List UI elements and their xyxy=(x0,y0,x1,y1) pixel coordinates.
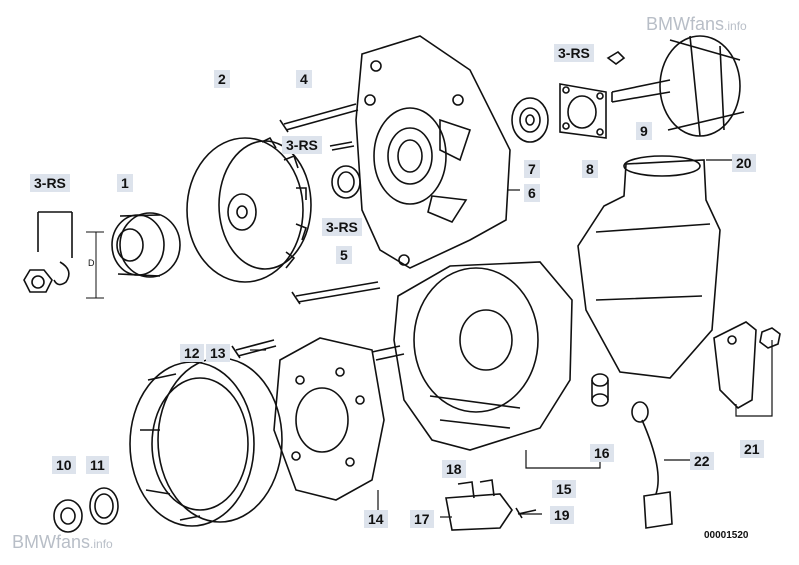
watermark-bottom: BMWfans.info xyxy=(12,532,113,553)
dimension-label: D xyxy=(88,258,95,268)
part-label-3rs-ring[interactable]: 3-RS xyxy=(322,218,362,236)
pulley-part xyxy=(111,212,181,278)
part-label-18[interactable]: 18 xyxy=(442,460,466,478)
nut-washer-part xyxy=(23,211,73,293)
part-label-3rs-screw[interactable]: 3-RS xyxy=(282,136,322,154)
part-label-19[interactable]: 19 xyxy=(550,506,574,524)
bearing-part xyxy=(511,97,549,143)
part-label-5[interactable]: 5 xyxy=(336,246,352,264)
part-label-20[interactable]: 20 xyxy=(732,154,756,172)
screw-part-19 xyxy=(515,507,537,519)
watermark-bottom-suffix: .info xyxy=(90,537,113,551)
bearing-part-10 xyxy=(53,499,83,533)
watermark-top-suffix: .info xyxy=(724,19,747,33)
part-label-11[interactable]: 11 xyxy=(86,456,109,474)
part-label-9[interactable]: 9 xyxy=(636,122,652,140)
part-label-4[interactable]: 4 xyxy=(296,70,312,88)
part-label-22[interactable]: 22 xyxy=(690,452,714,470)
part-label-15[interactable]: 15 xyxy=(552,480,576,498)
fan-part xyxy=(186,136,312,283)
stator-part xyxy=(129,357,283,527)
part-label-13[interactable]: 13 xyxy=(206,344,230,362)
part-label-12[interactable]: 12 xyxy=(180,344,204,362)
part-label-6[interactable]: 6 xyxy=(524,184,540,202)
part-label-16[interactable]: 16 xyxy=(590,444,614,462)
bracket-part xyxy=(713,321,781,409)
cable-part xyxy=(631,401,673,529)
screw-3rs xyxy=(329,141,355,151)
regulator-part xyxy=(445,479,513,531)
part-label-2[interactable]: 2 xyxy=(214,70,230,88)
sleeve-part xyxy=(591,373,609,407)
part-label-3rs-rotor[interactable]: 3-RS xyxy=(554,44,594,62)
rotor-part xyxy=(606,35,745,137)
bolt-part-4 xyxy=(279,103,359,133)
watermark-top: BMWfans.info xyxy=(646,14,747,35)
dimension-line xyxy=(86,231,104,299)
part-label-8[interactable]: 8 xyxy=(582,160,598,178)
seal-part-11 xyxy=(89,487,119,525)
bolt-part-5 xyxy=(291,281,381,305)
part-label-3rs-left[interactable]: 3-RS xyxy=(30,174,70,192)
screw-part-13 xyxy=(231,339,277,359)
rectifier-part xyxy=(273,337,405,501)
air-duct-cover-part xyxy=(577,155,721,379)
bearing-ring-part xyxy=(331,165,361,199)
watermark-bottom-main: BMWfans xyxy=(12,532,91,552)
drive-end-housing-part xyxy=(355,35,511,269)
part-label-7[interactable]: 7 xyxy=(524,160,540,178)
slip-ring-housing-part xyxy=(393,261,573,451)
retaining-plate-part xyxy=(559,83,607,139)
part-label-14[interactable]: 14 xyxy=(364,510,388,528)
watermark-top-main: BMWfans xyxy=(646,14,725,34)
part-label-10[interactable]: 10 xyxy=(52,456,76,474)
part-label-21[interactable]: 21 xyxy=(740,440,764,458)
drawing-code: 00001520 xyxy=(704,530,749,541)
part-label-17[interactable]: 17 xyxy=(410,510,434,528)
part-label-1[interactable]: 1 xyxy=(117,174,133,192)
